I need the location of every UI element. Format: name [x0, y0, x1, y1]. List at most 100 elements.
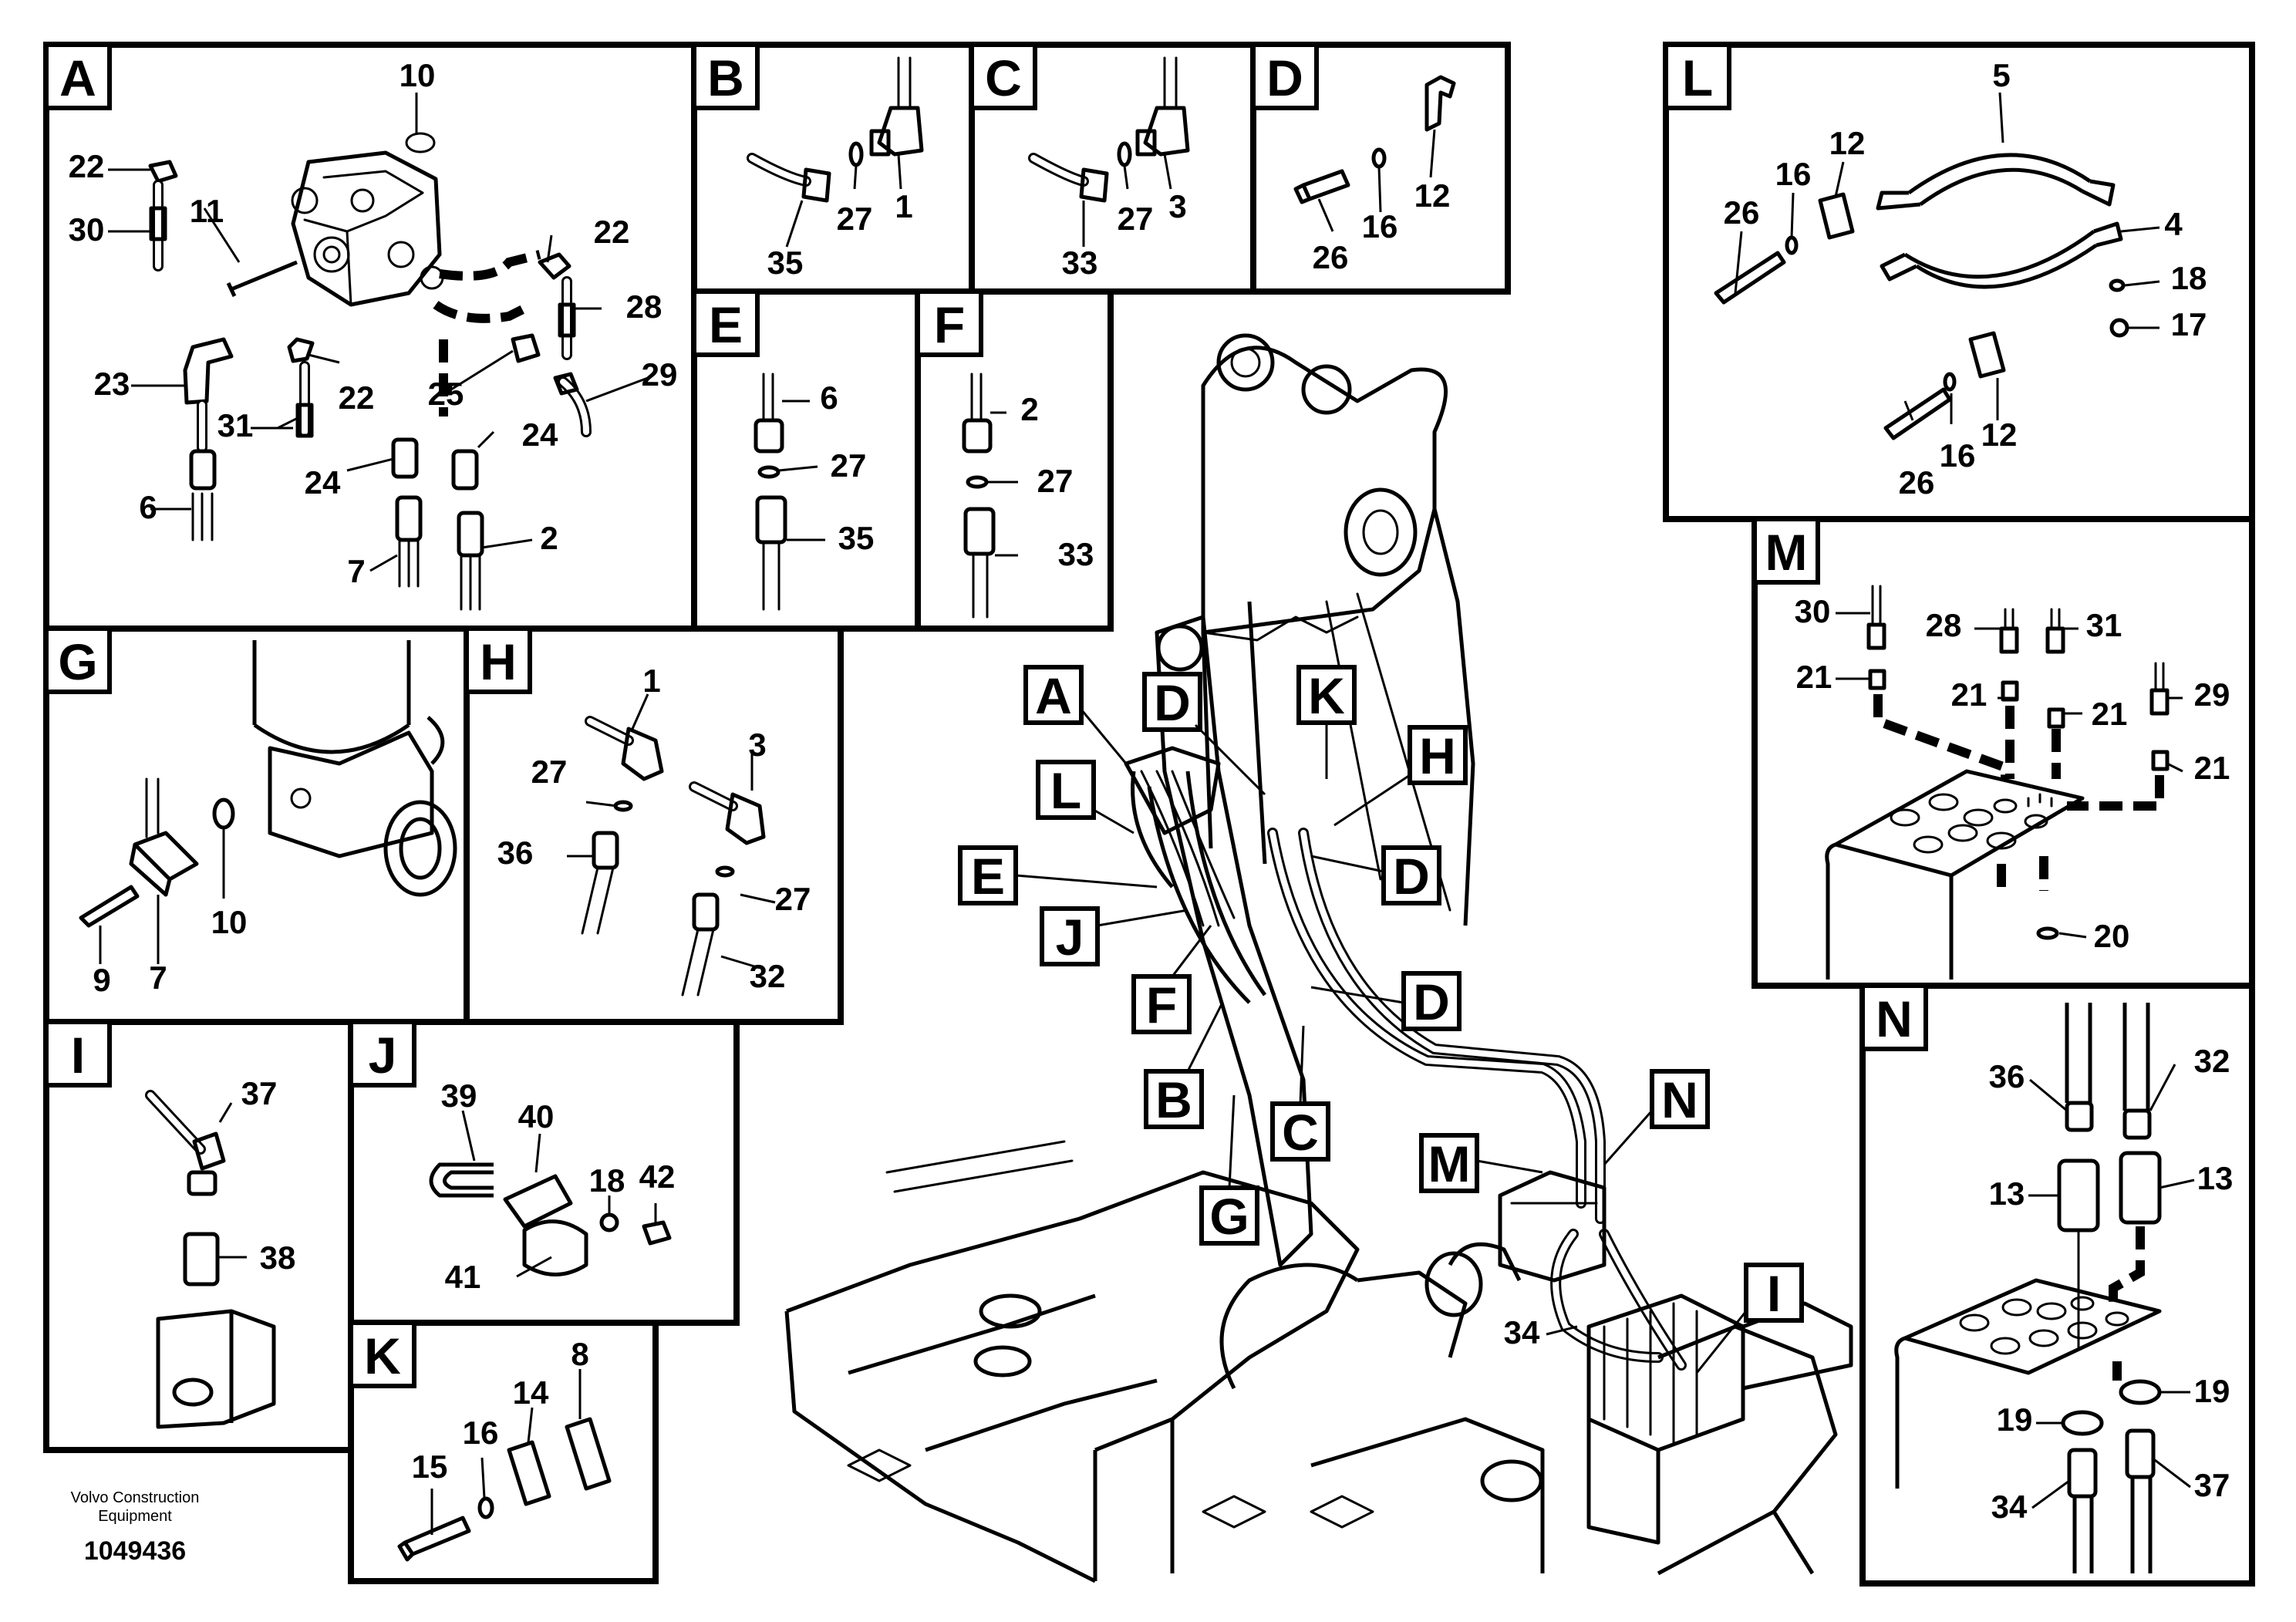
footer: Volvo Construction Equipment 1049436 [71, 1489, 200, 1566]
document-number: 1049436 [84, 1536, 186, 1566]
callout: 16 [1362, 208, 1398, 244]
callout: 18 [589, 1162, 625, 1199]
panel-l-letter: L [1682, 49, 1713, 106]
callout: 24 [305, 464, 341, 501]
callout: 13 [2197, 1160, 2234, 1196]
callout: 26 [1313, 239, 1349, 275]
panel-k: K 8 14 16 15 [348, 1320, 659, 1584]
callout: 23 [94, 366, 130, 402]
panel-e-letter: E [709, 296, 743, 353]
callout: 37 [2194, 1467, 2230, 1503]
panel-d: D 12 16 26 [1250, 42, 1511, 295]
callout: 27 [1037, 463, 1074, 499]
callout: 16 [1775, 156, 1812, 192]
tag-b: B [1155, 1071, 1192, 1128]
callout: 30 [1795, 593, 1831, 629]
panel-i: I 37 38 [43, 1019, 354, 1453]
callout: 28 [1926, 607, 1962, 643]
callout: 17 [2171, 306, 2207, 342]
callout: 22 [69, 148, 105, 184]
panel-b-letter: B [707, 49, 744, 106]
callout: 12 [1981, 416, 2018, 453]
panel-c: C 3 27 33 [969, 42, 1256, 295]
callout: 35 [767, 244, 804, 281]
callout: 19 [2194, 1373, 2230, 1409]
panel-b: B 1 27 35 [691, 42, 975, 295]
callout: 29 [642, 356, 678, 393]
callout: 27 [831, 447, 867, 484]
callout: 18 [2171, 260, 2207, 296]
callout: 37 [241, 1075, 278, 1111]
callout: 39 [441, 1077, 477, 1114]
panel-a: A 10 22 30 11 22 28 23 22 25 29 31 24 24… [43, 42, 697, 632]
callout: 5 [1992, 57, 2010, 93]
panel-n: N 36 32 13 13 19 19 34 37 [1859, 983, 2255, 1587]
callout: 21 [1796, 659, 1832, 695]
callout: 29 [2194, 676, 2230, 713]
panel-a-letter: A [59, 49, 96, 106]
panel-l: L 5 12 16 26 4 18 17 26 16 12 [1663, 42, 2255, 522]
main-machine-view: A D K H L E D J F D B C G [784, 333, 1853, 1583]
callout: 7 [149, 959, 167, 996]
callout: 21 [1951, 676, 1988, 713]
callout: 19 [1997, 1401, 2033, 1438]
callout: 26 [1899, 464, 1935, 501]
tag-d2: D [1393, 848, 1430, 905]
callout: 2 [540, 520, 558, 556]
callout: 10 [211, 904, 248, 940]
panel-c-letter: C [985, 49, 1022, 106]
callout: 3 [748, 727, 766, 763]
callout: 16 [463, 1415, 499, 1451]
callout: 33 [1062, 244, 1098, 281]
tag-d3: D [1413, 973, 1450, 1030]
callout: 2 [1020, 391, 1038, 427]
callout: 34 [1504, 1314, 1540, 1351]
callout: 1 [642, 663, 660, 699]
company-line-2: Equipment [98, 1508, 172, 1525]
callout: 40 [518, 1098, 555, 1135]
callout: 41 [445, 1259, 481, 1295]
callout: 42 [639, 1158, 676, 1195]
callout: 31 [2086, 607, 2122, 643]
panel-h: H 1 27 3 36 27 32 [464, 626, 844, 1025]
panel-g-letter: G [58, 633, 97, 690]
tag-l: L [1050, 762, 1081, 819]
callout: 21 [2194, 750, 2230, 786]
tag-a: A [1035, 667, 1072, 724]
callout: 6 [820, 379, 838, 416]
callout: 9 [93, 962, 110, 998]
panel-g: G 10 7 9 [43, 626, 470, 1025]
callout: 6 [139, 489, 157, 525]
tag-h: H [1419, 727, 1456, 784]
tag-d: D [1154, 674, 1191, 731]
callout: 25 [428, 376, 464, 412]
callout: 12 [1829, 125, 1866, 161]
tag-i: I [1767, 1265, 1781, 1322]
callout: 8 [571, 1336, 588, 1372]
callout: 22 [339, 379, 375, 416]
callout: 1 [895, 188, 912, 224]
callout: 22 [594, 214, 630, 250]
callout: 27 [531, 754, 568, 790]
callout: 36 [497, 835, 534, 871]
callout: 13 [1989, 1175, 2025, 1212]
callout: 3 [1168, 188, 1186, 224]
panel-j-letter: J [369, 1027, 397, 1084]
callout: 15 [412, 1448, 448, 1485]
panel-m-letter: M [1765, 524, 1808, 581]
callout: 4 [2164, 206, 2183, 242]
panel-f: F 2 27 33 [915, 288, 1114, 632]
tag-f: F [1146, 976, 1177, 1034]
callout: 12 [1414, 177, 1451, 214]
panel-e: E 6 27 35 [691, 288, 921, 632]
callout: 32 [750, 958, 786, 994]
callout: 7 [347, 553, 365, 589]
tag-e: E [971, 848, 1005, 905]
callout: 20 [2094, 918, 2130, 954]
callout: 33 [1058, 536, 1094, 572]
callout: 36 [1989, 1058, 2025, 1094]
callout: 27 [1118, 201, 1154, 237]
panel-n-letter: N [1876, 990, 1913, 1047]
callout: 30 [69, 211, 105, 248]
